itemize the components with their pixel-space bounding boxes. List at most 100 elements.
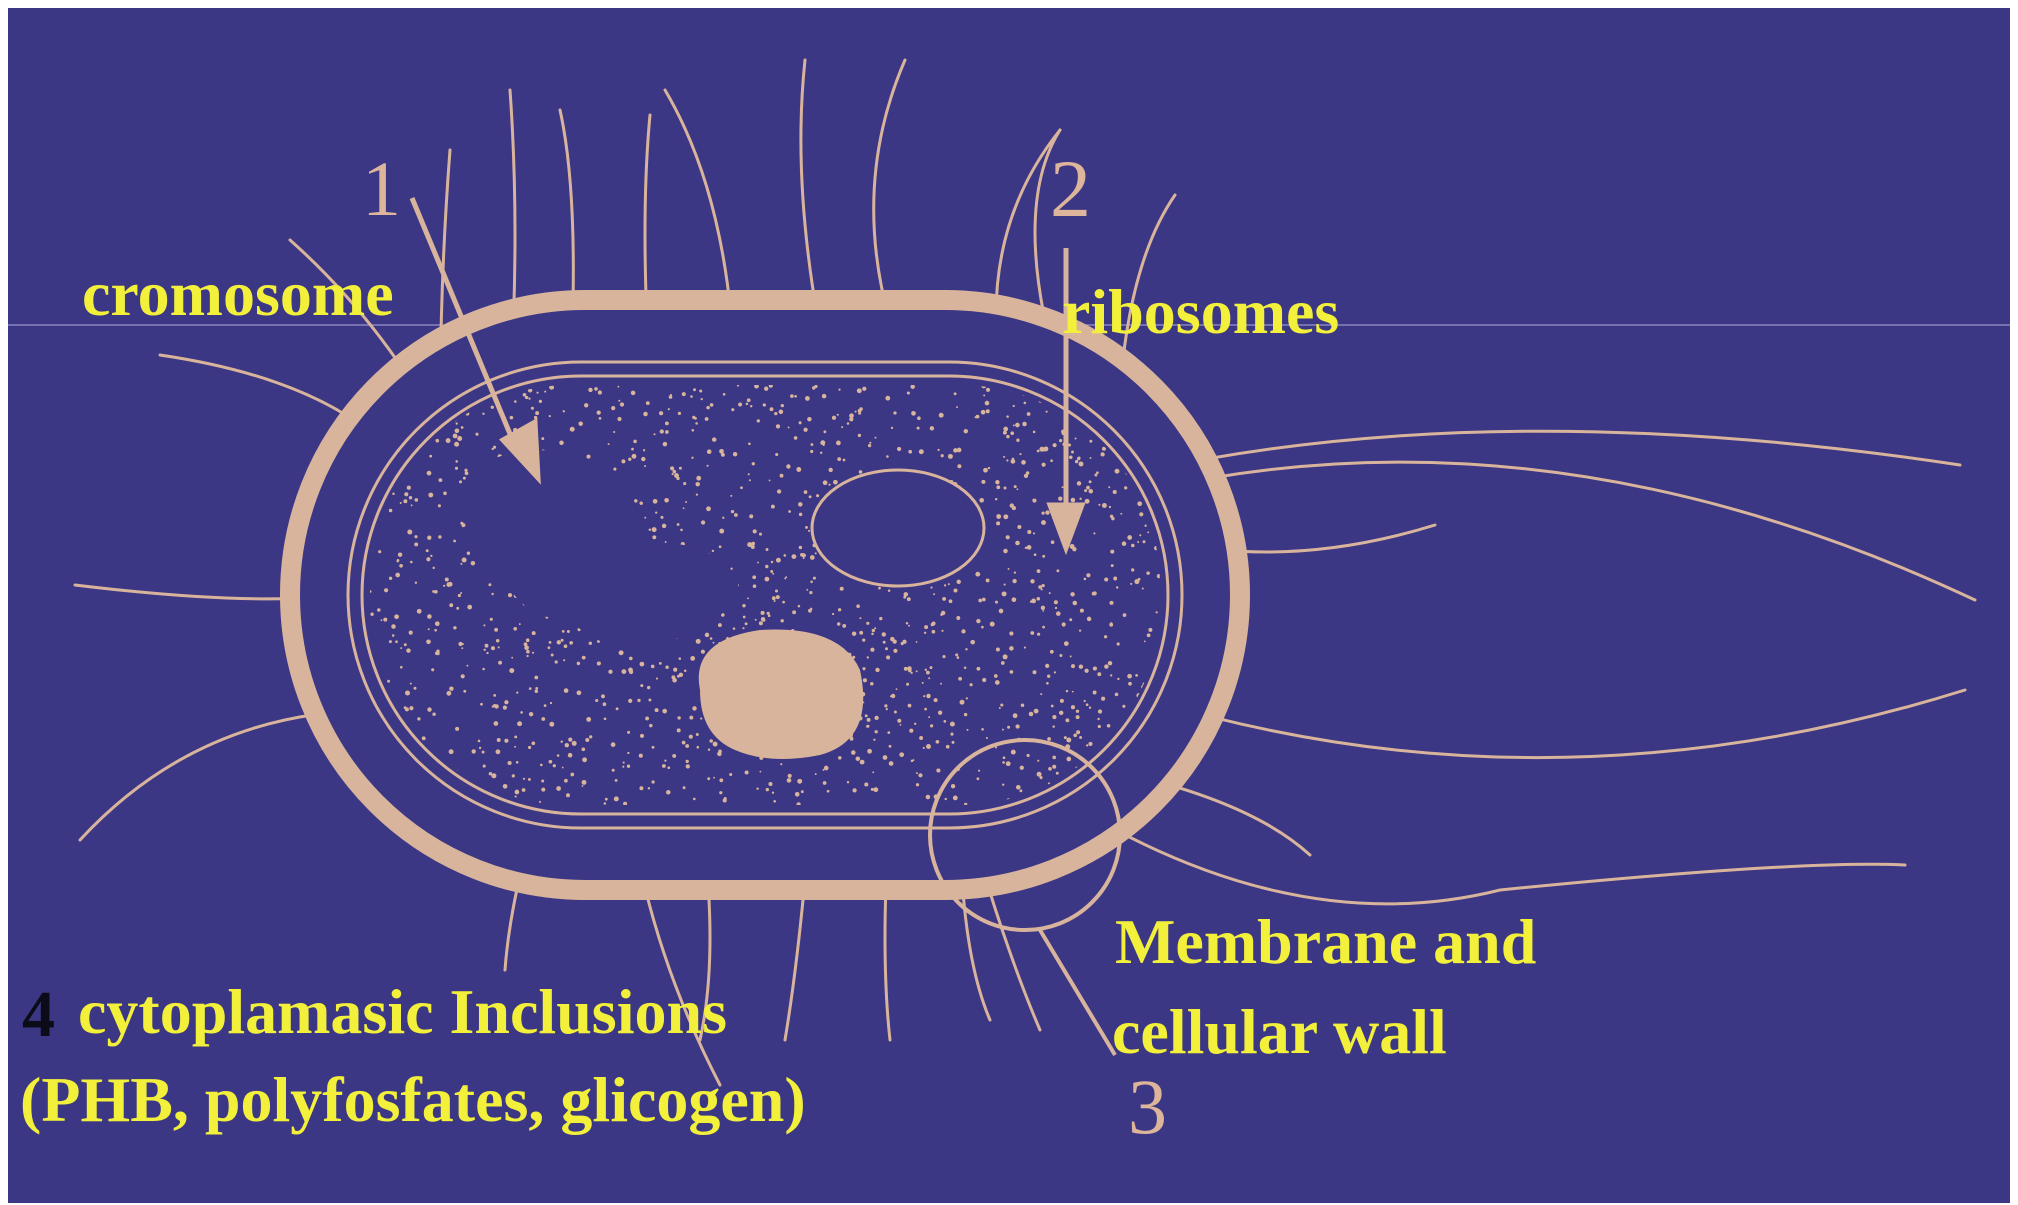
ribosome-dot: [1131, 544, 1135, 548]
ribosome-dot: [1030, 579, 1034, 583]
ribosome-dot: [456, 422, 458, 424]
ribosome-dot: [776, 424, 780, 428]
ribosome-dot: [981, 728, 984, 731]
ribosome-dot: [1024, 402, 1027, 405]
ribosome-dot: [1002, 729, 1004, 731]
ribosome-dot: [870, 648, 874, 652]
ribosome-dot: [400, 647, 402, 649]
ribosome-dot: [672, 678, 677, 683]
ribosome-dot: [577, 662, 580, 665]
ribosome-dot: [1135, 674, 1138, 677]
ribosome-dot: [970, 683, 973, 686]
ribosome-dot: [383, 618, 387, 622]
ribosome-dot: [679, 467, 682, 470]
ribosome-dot: [1089, 480, 1092, 483]
ribosome-dot: [695, 422, 698, 425]
ribosome-dot: [482, 413, 484, 415]
ribosome-dot: [858, 434, 861, 437]
ribosome-dot: [897, 447, 901, 451]
ribosome-dot: [634, 499, 637, 502]
ribosome-dot: [389, 509, 393, 513]
ribosome-dot: [1010, 431, 1014, 435]
ribosome-dot: [503, 706, 507, 710]
ribosome-dot: [860, 760, 865, 765]
ribosome-dot: [608, 670, 612, 674]
ribosome-dot: [696, 476, 701, 481]
ribosome-dot: [774, 600, 776, 602]
ribosome-dot: [486, 652, 488, 654]
ribosome-dot: [1033, 499, 1037, 503]
ribosome-dot: [770, 570, 773, 573]
ribosome-dot: [690, 656, 695, 661]
ribosome-dot: [883, 641, 886, 644]
ribosome-dot: [838, 756, 841, 759]
ribosome-dot: [1003, 549, 1007, 553]
ribosome-dot: [983, 468, 988, 473]
membrane-label-line2: cellular wall: [1112, 1000, 1447, 1064]
ribosome-dot: [678, 412, 681, 415]
ribosome-dot: [1064, 641, 1069, 646]
ribosome-dot: [719, 545, 722, 548]
ribosome-dot: [866, 725, 869, 728]
ribosome-dot: [696, 493, 698, 495]
ribosome-dot: [693, 798, 696, 801]
ribosome-dot: [810, 443, 813, 446]
ribosome-dot: [647, 686, 650, 689]
ribosome-dot: [986, 388, 990, 392]
ribosome-dot: [1122, 705, 1125, 708]
ribosome-dot: [908, 450, 912, 454]
ribosome-dot: [908, 704, 912, 708]
ribosome-dot: [677, 523, 680, 526]
ribosome-dot: [776, 558, 781, 563]
ribosome-dot: [597, 662, 601, 666]
inclusions-label-line2: (PHB, polyfosfates, glicogen): [20, 1068, 806, 1132]
ribosome-dot: [1037, 569, 1041, 573]
ribosome-dot: [795, 792, 800, 797]
number-1: 1: [362, 150, 401, 228]
ribosome-dot: [1003, 514, 1008, 519]
ribosome-dot: [924, 625, 928, 629]
ribosome-dot: [1093, 532, 1095, 534]
ribosome-dot: [595, 699, 598, 702]
ribosome-dot: [665, 665, 668, 668]
ribosome-dot: [1090, 457, 1092, 459]
ribosome-dot: [712, 437, 716, 441]
ribosome-dot: [1072, 691, 1074, 693]
ribosome-dot: [707, 777, 710, 780]
ribosome-dot: [1108, 486, 1110, 488]
ribosome-dot: [930, 587, 932, 589]
ribosome-dot: [1006, 459, 1008, 461]
ribosome-dot: [953, 796, 958, 801]
ribosome-dot: [1144, 640, 1146, 642]
ribosome-dot: [503, 784, 508, 789]
ribosome-dot: [1012, 458, 1015, 461]
ribosome-dot: [585, 738, 589, 742]
ribosome-dot: [852, 788, 856, 792]
ribosome-dot: [941, 454, 944, 457]
ribosome-dot: [828, 484, 830, 486]
ribosome-dot: [774, 412, 777, 415]
ribosome-dot: [692, 416, 695, 419]
ribosome-dot: [836, 441, 841, 446]
ribosome-dot: [847, 781, 849, 783]
ribosome-dot: [1054, 671, 1056, 673]
ribosome-dot: [682, 741, 686, 745]
ribosome-dot: [957, 464, 961, 468]
ribosome-dot: [1122, 541, 1127, 546]
ribosome-dot: [960, 700, 965, 705]
ribosome-dot: [816, 494, 819, 497]
ribosome-dot: [878, 587, 881, 590]
ribosome-dot: [1079, 629, 1081, 631]
ribosome-dot: [1027, 545, 1032, 550]
ribosome-dot: [952, 741, 955, 744]
ribosome-dot: [1098, 725, 1101, 728]
ribosome-dot: [1124, 486, 1127, 489]
ribosome-dot: [614, 796, 619, 801]
ribosome-dot: [979, 498, 984, 503]
ribosome-dot: [392, 634, 395, 637]
ribosome-dot: [1052, 715, 1056, 719]
ribosome-dot: [669, 395, 673, 399]
ribosome-dot: [695, 482, 699, 486]
ribosome-dot: [938, 711, 942, 715]
ribosome-dot: [649, 528, 651, 530]
